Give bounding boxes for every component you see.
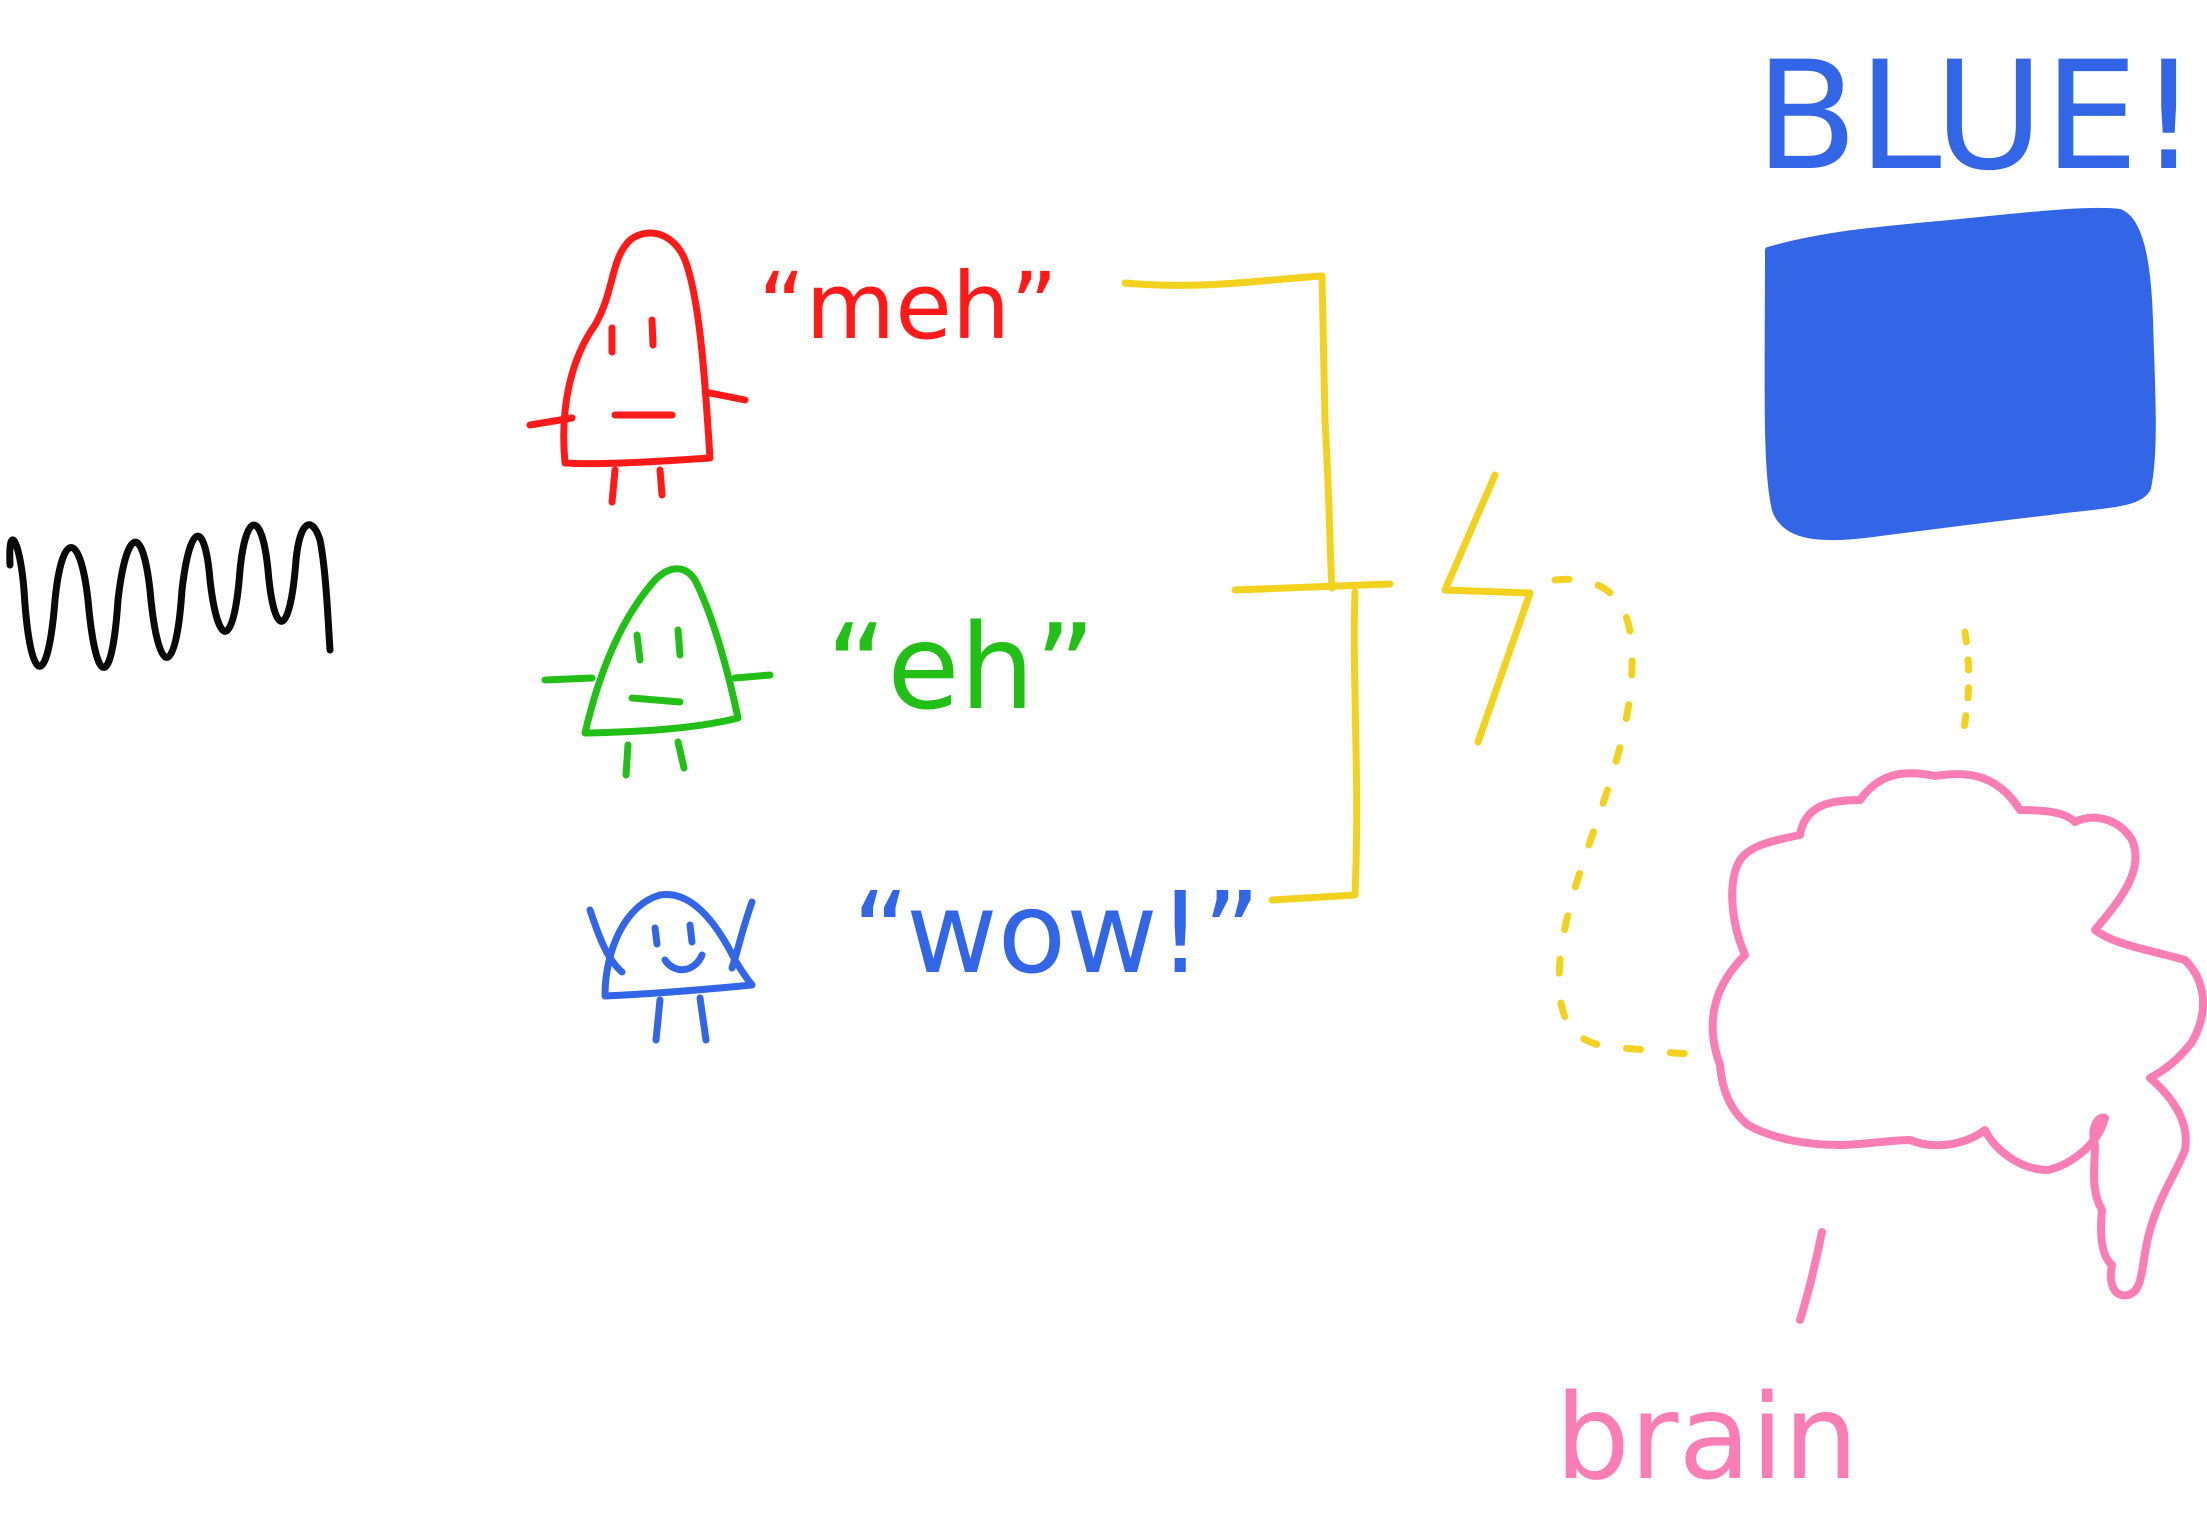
brain-outline [1708,769,2207,1300]
brain-label-pointer [1796,1228,1826,1324]
perception-label: BLUE! [1755,30,2199,204]
nerve-signal-bolt [1441,471,1534,746]
signal-combiner-bracket [1121,272,1394,904]
blue-cone-quote: “wow!” [852,869,1261,999]
signal-to-brain-dashed-path [1551,575,1709,1057]
green-cone-cell [541,565,774,779]
red-cone-cell [526,229,749,506]
light-wave [6,521,334,671]
brain-label: brain [1555,1368,1858,1506]
perceived-blue-swatch [1764,207,2156,541]
brain-to-perception-dotted-path [1958,628,1973,744]
blue-cone-cell [586,890,756,1044]
red-cone-quote: “meh” [758,253,1058,360]
green-cone-quote: “eh” [826,598,1096,736]
